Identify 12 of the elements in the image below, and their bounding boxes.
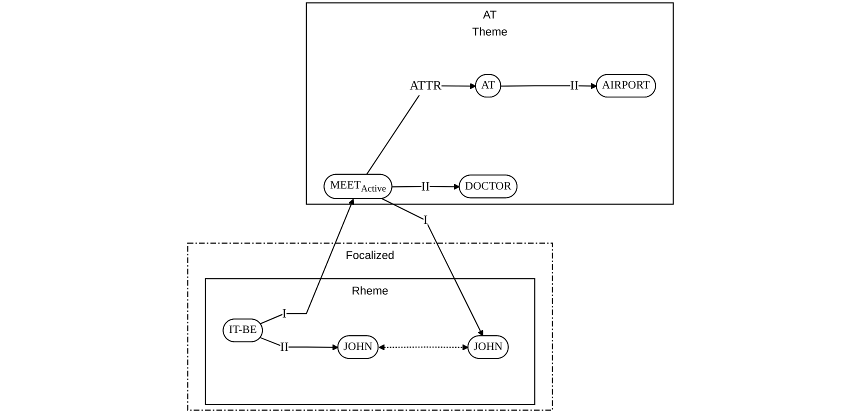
edge-label: I	[282, 306, 287, 320]
arrow	[382, 198, 484, 336]
edge-label: II	[421, 179, 430, 194]
edge-label: I	[423, 212, 428, 228]
arrow	[392, 184, 460, 190]
edge-label: II	[280, 340, 289, 354]
arrow	[378, 344, 469, 350]
arrow	[501, 82, 598, 90]
edge-label: ATTR	[410, 78, 442, 93]
arrow	[260, 337, 338, 350]
edge-label: II	[570, 78, 579, 93]
arrow	[260, 198, 354, 324]
